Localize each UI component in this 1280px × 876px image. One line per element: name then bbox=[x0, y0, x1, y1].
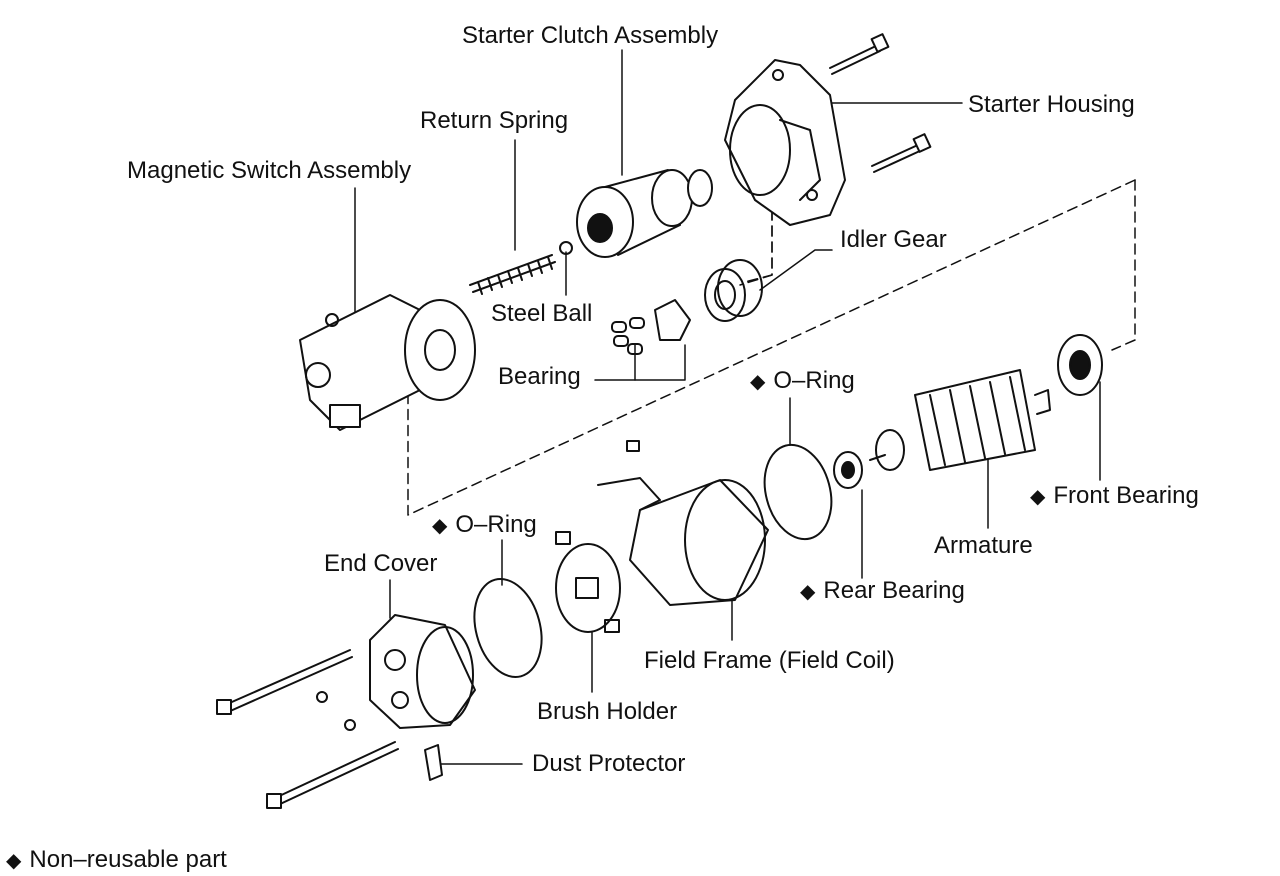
through-bolts bbox=[216, 649, 399, 809]
field-frame bbox=[597, 477, 769, 606]
starter-clutch bbox=[576, 169, 713, 258]
front-bearing bbox=[1057, 334, 1103, 396]
return-spring bbox=[469, 254, 556, 295]
small-nut bbox=[626, 440, 640, 452]
label-armature: Armature bbox=[934, 532, 1033, 559]
leader-lines bbox=[354, 49, 1101, 765]
o-ring-lower bbox=[473, 577, 543, 679]
dust-protector bbox=[424, 744, 443, 781]
label-idler-gear: Idler Gear bbox=[840, 226, 947, 253]
label-front-bearing: ◆Front Bearing bbox=[1030, 482, 1199, 509]
armature bbox=[869, 369, 1051, 471]
label-magnetic-switch-assembly: Magnetic Switch Assembly bbox=[127, 157, 412, 184]
label-dust-protector: Dust Protector bbox=[532, 750, 686, 777]
label-steel-ball: Steel Ball bbox=[491, 300, 593, 327]
bearing-parts bbox=[611, 299, 691, 355]
label-o-ring-lower: ◆O–Ring bbox=[432, 511, 537, 538]
end-cover bbox=[369, 614, 476, 729]
steel-ball bbox=[559, 241, 573, 255]
non-reusable-marker: ◆ bbox=[750, 371, 766, 393]
magnetic-switch bbox=[299, 294, 476, 431]
label-end-cover: End Cover bbox=[324, 550, 438, 577]
label-return-spring: Return Spring bbox=[420, 107, 569, 134]
brush-holder bbox=[555, 531, 621, 633]
label-starter-housing: Starter Housing bbox=[968, 91, 1135, 118]
label-starter-clutch-assembly: Starter Clutch Assembly bbox=[462, 22, 719, 49]
alignment-dashed-line bbox=[739, 209, 773, 286]
legend: ◆ Non–reusable part bbox=[6, 848, 227, 872]
label-brush-holder: Brush Holder bbox=[537, 698, 678, 725]
non-reusable-marker: ◆ bbox=[800, 581, 816, 603]
legend-diamond-icon: ◆ bbox=[6, 850, 22, 872]
starter-housing bbox=[724, 59, 846, 226]
non-reusable-marker: ◆ bbox=[432, 515, 448, 537]
small-screws bbox=[316, 691, 356, 731]
label-o-ring-upper: ◆O–Ring bbox=[750, 367, 855, 394]
legend-text: Non–reusable part bbox=[29, 846, 227, 873]
idler-gear bbox=[704, 259, 763, 322]
label-rear-bearing: ◆Rear Bearing bbox=[800, 577, 965, 604]
housing-bolts bbox=[829, 33, 932, 173]
o-ring-upper bbox=[763, 443, 833, 541]
label-field-frame: Field Frame (Field Coil) bbox=[644, 647, 895, 674]
label-bearing: Bearing bbox=[498, 363, 581, 390]
non-reusable-marker: ◆ bbox=[1030, 486, 1046, 508]
rear-bearing bbox=[833, 451, 863, 489]
